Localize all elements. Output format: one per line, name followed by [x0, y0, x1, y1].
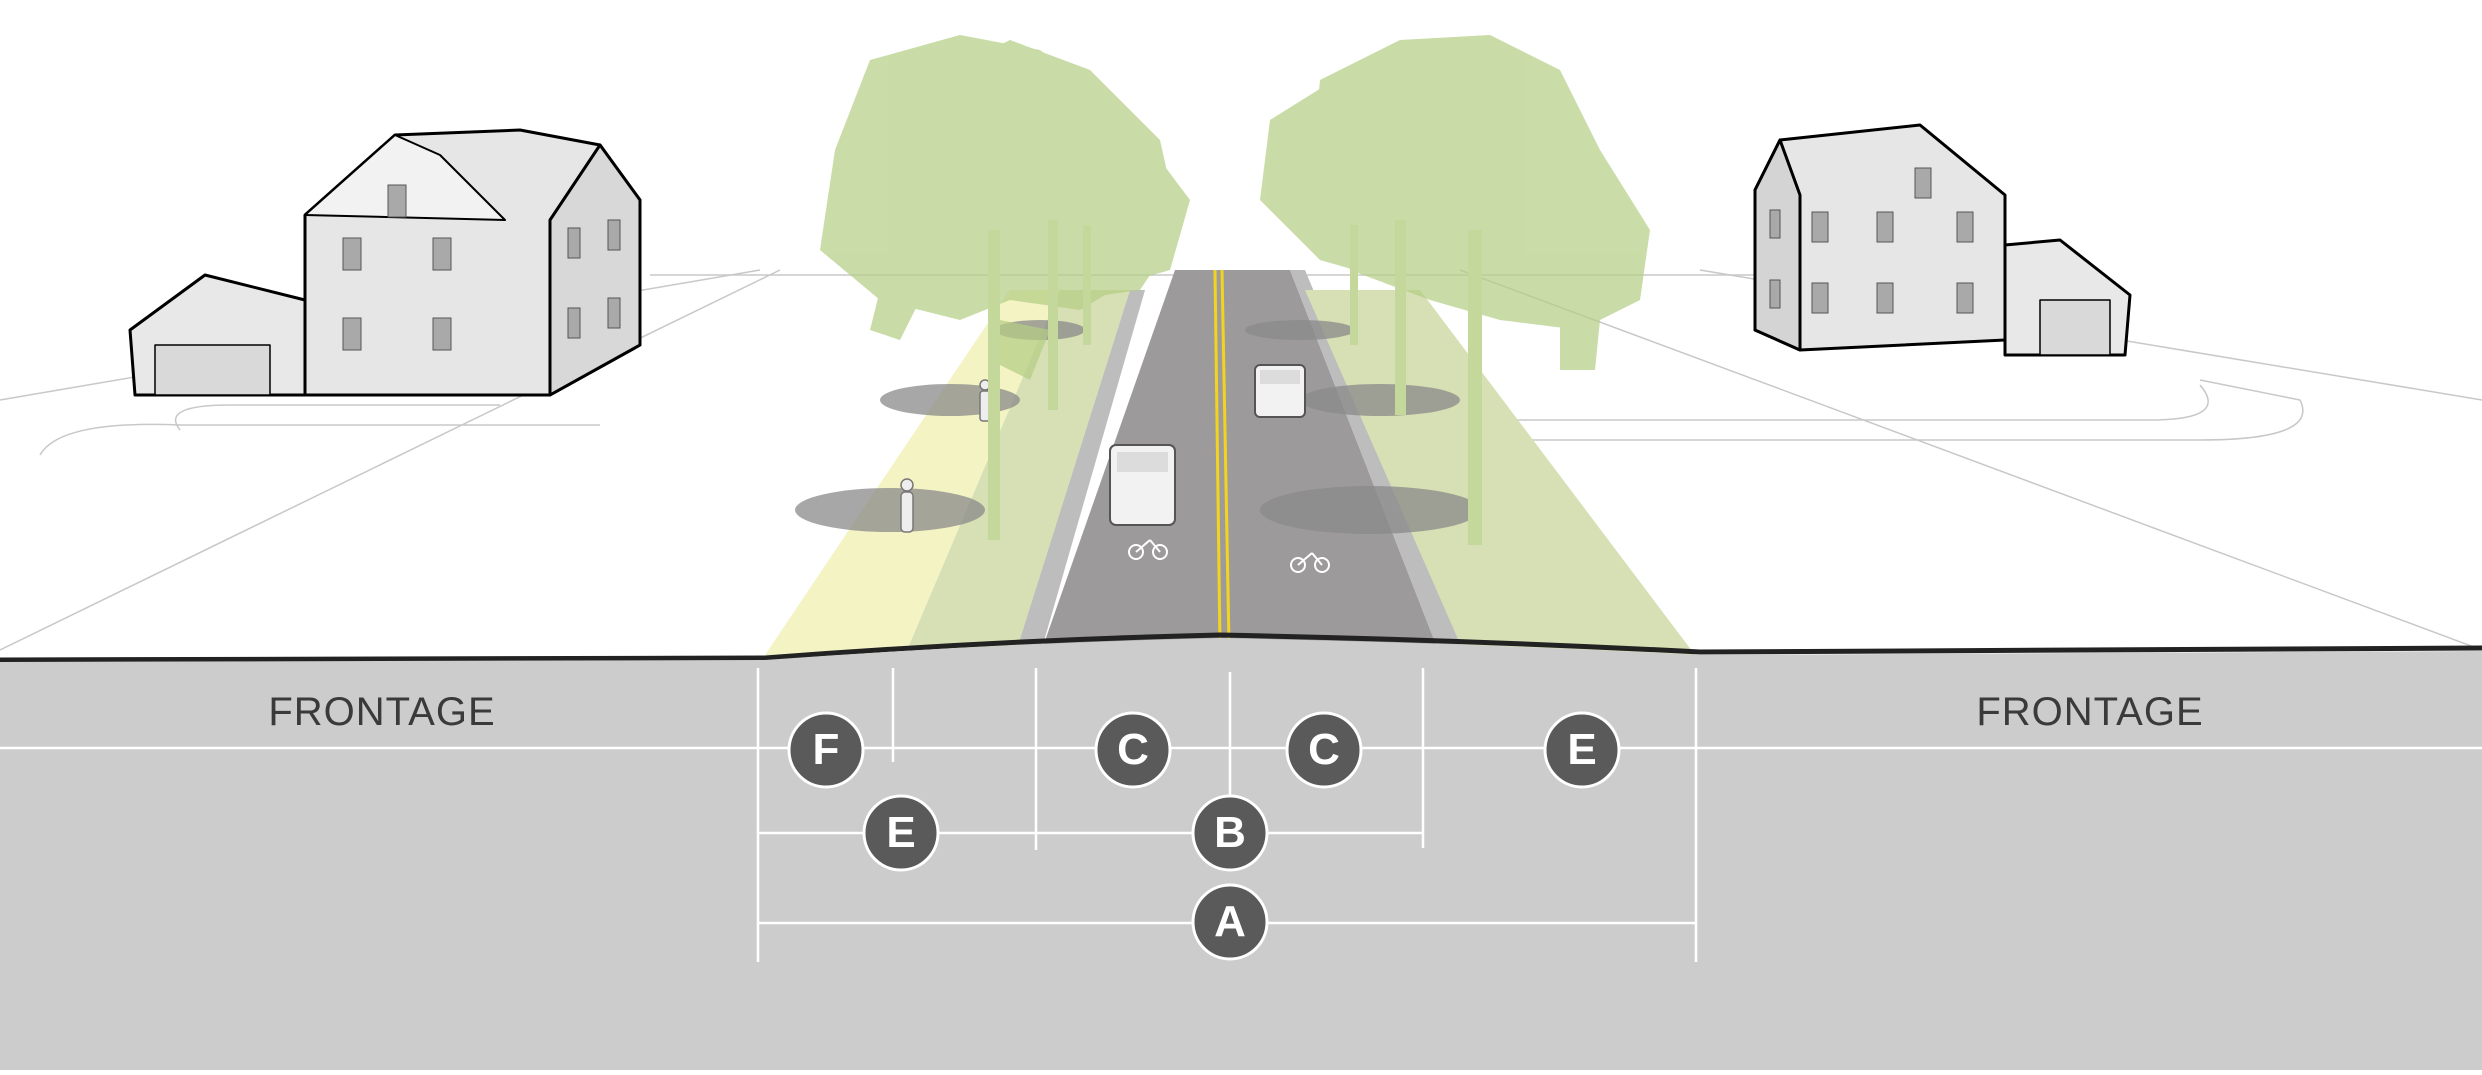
curb-right: [1290, 270, 1465, 655]
marker-e-left-label: E: [886, 808, 915, 857]
house-left-windows: [342, 184, 621, 351]
marker-f: F: [787, 711, 865, 789]
marker-b-label: B: [1214, 808, 1246, 857]
house-left: [128, 128, 642, 397]
pedestrian-near: [900, 478, 914, 533]
bike-symbol-right: [1290, 552, 1330, 573]
marker-e-right-label: E: [1567, 725, 1596, 774]
marker-f-label: F: [813, 725, 840, 774]
planting-strip-left: [905, 290, 1130, 655]
marker-c-right-label: C: [1308, 725, 1340, 774]
marker-c-left: C: [1094, 711, 1172, 789]
frontage-label-left: FRONTAGE: [268, 690, 495, 734]
ground-edge-line: [0, 632, 2482, 663]
marker-a: A: [1191, 883, 1269, 961]
house-right: [1753, 123, 2132, 357]
house-right-windows: [1769, 167, 1974, 314]
bike-symbol-left: [1128, 539, 1168, 560]
frontage-label-right: FRONTAGE: [1976, 690, 2203, 734]
marker-e-right: E: [1543, 711, 1621, 789]
marker-e-left: E: [862, 794, 940, 872]
marker-c-left-label: C: [1117, 725, 1149, 774]
curb-left: [1015, 290, 1145, 655]
marker-b: B: [1191, 794, 1269, 872]
car-right: [1254, 364, 1306, 418]
marker-c-right: C: [1285, 711, 1363, 789]
trees-right: [1260, 35, 1650, 545]
car-left: [1109, 444, 1176, 526]
marker-a-label: A: [1214, 897, 1246, 946]
trees-left: [820, 35, 1190, 540]
centerline: [1213, 269, 1231, 646]
